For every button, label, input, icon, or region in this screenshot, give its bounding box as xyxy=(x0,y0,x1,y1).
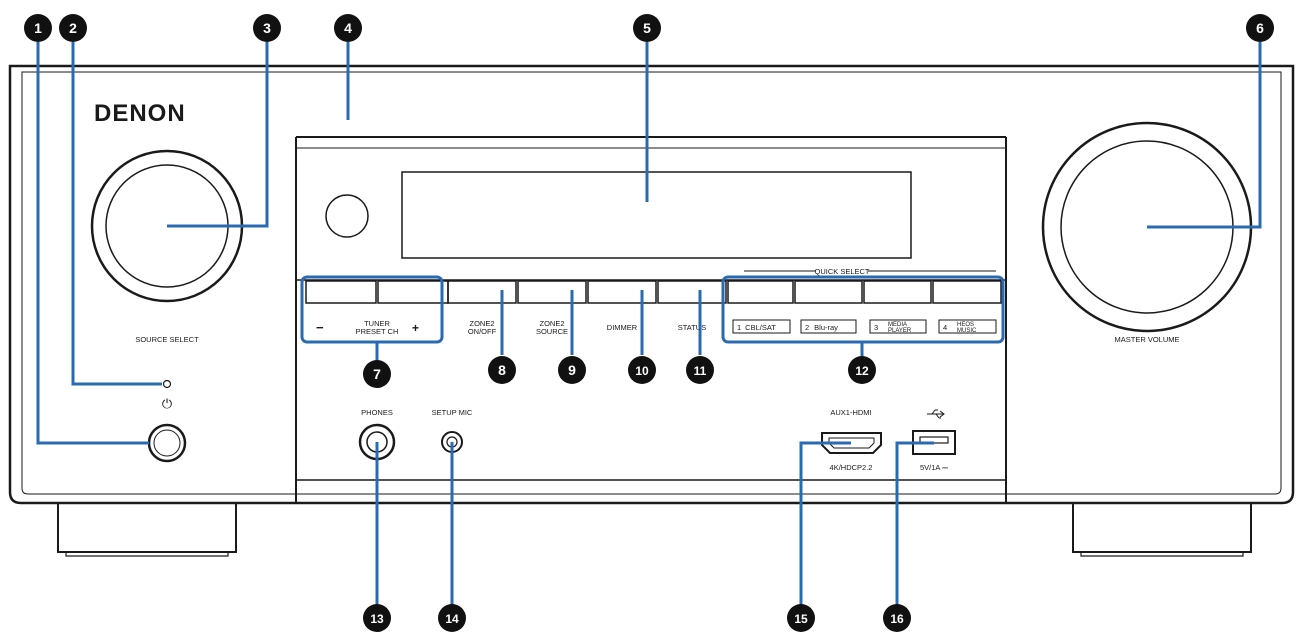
master-volume-label: MASTER VOLUME xyxy=(1114,335,1179,344)
svg-text:10: 10 xyxy=(635,364,649,378)
callout-8: 8 xyxy=(488,356,516,384)
callout-12: 12 xyxy=(848,356,876,384)
quick-select-4-button[interactable] xyxy=(932,280,1002,304)
svg-text:7: 7 xyxy=(373,366,381,382)
source-select-label: SOURCE SELECT xyxy=(135,335,199,344)
svg-text:9: 9 xyxy=(568,362,576,378)
leader-6 xyxy=(1147,42,1262,229)
zone2-onoff-label-1: ZONE2 xyxy=(469,319,494,328)
tuner-minus-label: − xyxy=(316,320,324,335)
usb-power-label: 5V/1A ⎓ xyxy=(920,463,949,472)
chassis-inner-line xyxy=(21,71,1282,495)
hdmi-port[interactable] xyxy=(821,432,882,454)
setup-mic-label: SETUP MIC xyxy=(432,408,473,417)
svg-text:4: 4 xyxy=(344,20,352,36)
callout-6: 6 xyxy=(1246,14,1274,42)
svg-text:6: 6 xyxy=(1256,20,1264,36)
callout-11: 11 xyxy=(686,356,714,384)
callout-9: 9 xyxy=(558,356,586,384)
qs4-name-1: HEOS xyxy=(957,322,974,328)
svg-text:3: 3 xyxy=(263,20,271,36)
qs4-name-2: MUSIC xyxy=(957,328,977,334)
zone2-onoff-button[interactable] xyxy=(447,280,517,304)
power-symbol-icon: ⏻ xyxy=(162,396,172,411)
zone2-source-label-1: ZONE2 xyxy=(539,319,564,328)
callout-13: 13 xyxy=(363,604,391,632)
svg-text:16: 16 xyxy=(890,612,904,626)
qs4-num: 4 xyxy=(943,323,947,332)
callout-badges: 1 2 3 4 5 6 7 8 9 10 11 12 13 14 15 16 xyxy=(24,14,1274,632)
dimmer-button[interactable] xyxy=(587,280,657,304)
callout-5: 5 xyxy=(633,14,661,42)
leader-2 xyxy=(71,42,162,386)
tuner-label-line2: PRESET CH xyxy=(356,327,399,336)
callout-15: 15 xyxy=(787,604,815,632)
leader-16 xyxy=(895,441,934,605)
zone2-onoff-label-2: ON/OFF xyxy=(468,327,497,336)
tuner-preset-highlight xyxy=(300,275,444,344)
svg-text:14: 14 xyxy=(445,612,459,626)
svg-text:11: 11 xyxy=(694,364,707,378)
front-buttons xyxy=(305,280,1002,304)
callout-7: 7 xyxy=(363,360,391,388)
svg-text:13: 13 xyxy=(370,612,384,626)
zone2-source-button[interactable] xyxy=(517,280,587,304)
tuner-preset-plus-button[interactable] xyxy=(377,280,449,304)
right-foot xyxy=(1072,503,1252,557)
svg-text:1: 1 xyxy=(34,20,42,36)
leader-lines xyxy=(36,42,1262,605)
callout-16: 16 xyxy=(883,604,911,632)
zone2-source-label-2: SOURCE xyxy=(536,327,568,336)
qs3-name-2: PLAYER xyxy=(888,328,912,334)
status-label: STATUS xyxy=(678,323,706,332)
svg-text:2: 2 xyxy=(69,20,77,36)
svg-text:12: 12 xyxy=(855,364,869,378)
tuner-plus-label: + xyxy=(412,321,419,335)
brand-logo: DENON xyxy=(94,100,186,127)
quick-select-3-button[interactable] xyxy=(863,280,932,304)
callout-2: 2 xyxy=(59,14,87,42)
tuner-preset-minus-button[interactable] xyxy=(305,280,377,304)
remote-sensor xyxy=(325,194,369,238)
receiver-chassis xyxy=(8,64,1295,505)
svg-text:5: 5 xyxy=(643,20,651,36)
svg-text:15: 15 xyxy=(794,612,808,626)
callout-14: 14 xyxy=(438,604,466,632)
dimmer-label: DIMMER xyxy=(607,323,638,332)
display-window xyxy=(401,171,912,259)
leader-3 xyxy=(167,42,269,228)
qs3-num: 3 xyxy=(874,323,878,332)
left-foot xyxy=(57,503,237,557)
callout-10: 10 xyxy=(628,356,656,384)
standby-indicator xyxy=(162,379,172,389)
status-button[interactable] xyxy=(657,280,727,304)
quick-select-2-button[interactable] xyxy=(794,280,863,304)
quick-select-1-button[interactable] xyxy=(727,280,794,304)
hdcp-label: 4K/HDCP2.2 xyxy=(830,463,873,472)
quick-select-label: QUICK SELECT xyxy=(814,267,869,276)
tuner-label-line1: TUNER xyxy=(364,319,390,328)
leader-15 xyxy=(799,441,851,605)
leader-1 xyxy=(36,42,149,445)
callout-4: 4 xyxy=(334,14,362,42)
callout-3: 3 xyxy=(253,14,281,42)
usb-icon xyxy=(927,409,945,419)
qs3-name-1: MEDIA xyxy=(888,322,907,328)
phones-label: PHONES xyxy=(361,408,393,417)
center-panel-outline xyxy=(295,136,1007,503)
callout-1: 1 xyxy=(24,14,52,42)
aux-hdmi-label: AUX1-HDMI xyxy=(830,408,871,417)
svg-text:8: 8 xyxy=(498,362,506,378)
power-button-inner xyxy=(153,429,181,457)
